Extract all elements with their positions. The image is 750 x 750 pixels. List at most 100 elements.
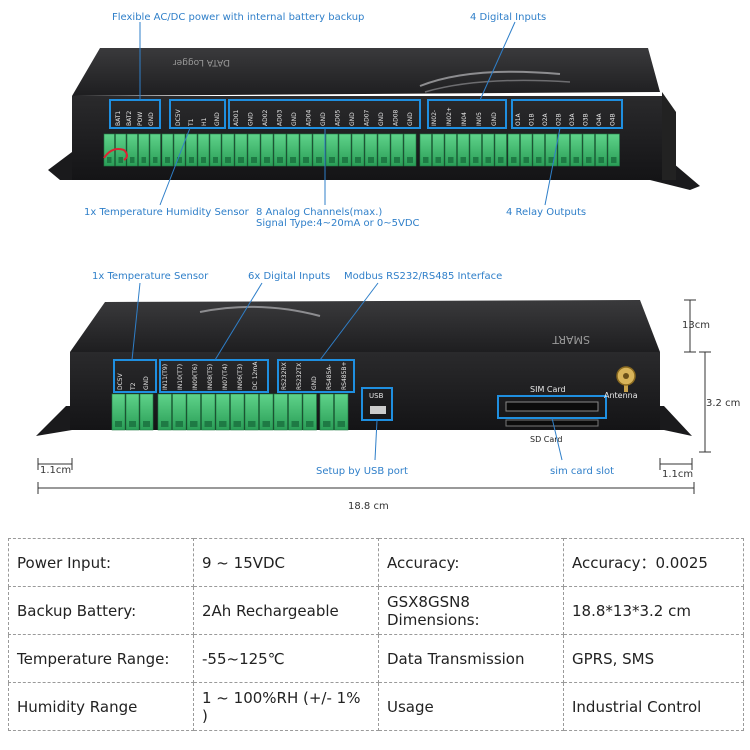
digital-in-terminal[interactable] [444,133,457,167]
antenna-label: Antenna [604,391,638,400]
callout-temp-sensor: 1x Temperature Sensor [92,271,209,282]
spec-value: 18.8*13*3.2 cm [563,586,744,635]
modbus-port-label: RS232RX [281,362,288,390]
digital-in-6-port-label: IN10(T7) [177,364,184,390]
analog-port-label: GND [291,112,298,126]
sensor-port-label: H1 [201,117,208,126]
callout-analog-1: 8 Analog Channels(max.) [256,207,383,218]
modbus-port-label: RS232TX [296,363,303,390]
digital-in-port-label: IN05 [476,112,483,126]
relay-terminal[interactable] [582,133,595,167]
digital-in-terminal[interactable] [494,133,507,167]
spec-label: Power Input: [8,538,194,587]
spec-label: Humidity Range [8,682,194,731]
usb-label: USB [369,392,384,400]
relay-port-label: O4A [596,112,603,126]
dim-height: 13cm [682,320,710,331]
power-port-label: BAT2 [126,111,133,126]
box-relay [511,99,623,129]
digital-in-port-label: IN02- [431,110,438,126]
digital-in-6-port-label: IN07(T4) [222,364,229,390]
spec-value: Industrial Control [563,682,744,731]
sensor-terminal[interactable] [161,133,174,167]
digital-in-terminal[interactable] [457,133,470,167]
power-terminal[interactable] [149,133,161,167]
analog-port-label: AD07 [364,109,371,126]
box-sensor [169,99,226,129]
callout-digital-inputs-6: 6x Digital Inputs [248,271,331,282]
relay-terminal[interactable] [532,133,545,167]
spec-label: Usage [378,682,564,731]
relay-terminal[interactable] [570,133,583,167]
sensor-terminal[interactable] [209,133,222,167]
box-digital-in [427,99,507,129]
spec-value: 1 ~ 100%RH (+/- 1% ) [193,682,379,731]
dim-length: 18.8 cm [348,501,389,512]
modbus-port-label: RS485B+ [341,361,348,390]
analog-port-label: GND [407,112,414,126]
table-row: Humidity Range 1 ~ 100%RH (+/- 1% ) Usag… [8,682,744,731]
sensor-port-label: T1 [188,118,195,127]
sd-card-label: SD Card [530,435,563,444]
power-terminal[interactable] [126,133,138,167]
relay-port-label: O2B [556,113,563,126]
sensor-port-label: GND [214,112,221,126]
usb-port[interactable] [370,406,386,414]
digital-in-6-port-label: IN11(T9) [162,364,169,390]
digital-in-terminal[interactable] [469,133,482,167]
relay-terminal[interactable] [545,133,558,167]
modbus-port-label: GND [311,376,318,390]
spec-label: GSX8GSN8 Dimensions: [378,586,564,635]
power-terminal[interactable] [138,133,150,167]
analog-port-label: GND [349,112,356,126]
digital-in-terminal[interactable] [432,133,445,167]
bottom-brand-text: SMART [552,333,590,346]
digital-in-terminal[interactable] [419,133,432,167]
power-port-label: BAT1 [115,111,122,126]
sensor-terminal[interactable] [197,133,210,167]
modbus-port-label: RS485A- [326,364,333,390]
relay-terminal[interactable] [520,133,533,167]
table-row: Backup Battery: 2Ah Rechargeable GSX8GSN… [8,586,744,635]
sim-card-label: SIM Card [530,385,566,394]
box-temp [113,359,157,393]
relay-terminal[interactable] [507,133,520,167]
callout-relay: 4 Relay Outputs [506,207,587,218]
spec-value: 2Ah Rechargeable [193,586,379,635]
digital-in-6-port-label: IN09(T6) [192,364,199,390]
spec-label: Data Transmission [378,634,564,683]
top-callout-lines [139,21,561,206]
relay-port-label: O4B [610,113,617,126]
dimension-lines [37,299,711,494]
spec-value: -55~125℃ [193,634,379,683]
spec-label: Backup Battery: [8,586,194,635]
relay-terminal[interactable] [595,133,608,167]
callout-usb: Setup by USB port [316,466,408,477]
analog-port-label: GND [320,112,327,126]
sensor-terminal[interactable] [173,133,186,167]
sim-slot[interactable] [505,401,599,412]
relay-terminal[interactable] [557,133,570,167]
dim-flange-left: 1.1cm [40,465,72,476]
temp-port-label: GND [143,376,150,390]
dim-flange-right: 1.1cm [662,469,694,480]
relay-port-label: O1A [515,112,522,126]
callout-analog-2: Signal Type:4~20mA or 0~5VDC [256,218,420,229]
sensor-terminal[interactable] [185,133,198,167]
relay-port-label: O3A [569,112,576,126]
relay-terminal[interactable] [607,133,620,167]
analog-port-label: AD01 [233,109,240,126]
callout-digital-inputs-4: 4 Digital Inputs [470,12,547,23]
box-modbus [277,359,355,393]
box-power [109,99,161,129]
spec-label: Temperature Range: [8,634,194,683]
callout-sim-slot: sim card slot [550,466,615,477]
sd-slot[interactable] [505,419,599,427]
analog-port-label: AD05 [335,109,342,126]
top-brand-text: DATA Logger [173,57,230,67]
digital-in-terminal[interactable] [482,133,495,167]
spec-value: GPRS, SMS [563,634,744,683]
